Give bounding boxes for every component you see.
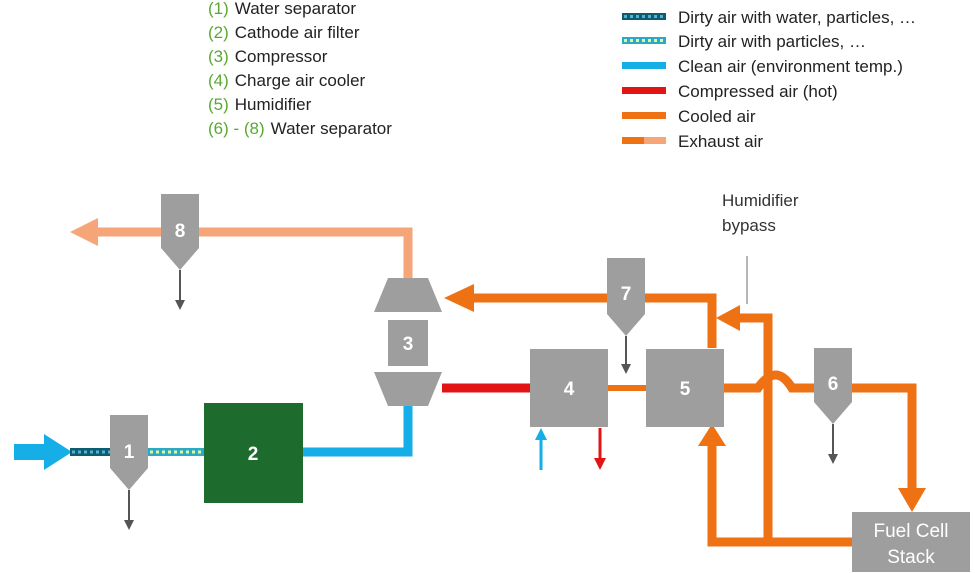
humidifier-5: 5	[646, 349, 724, 427]
clean-air-line	[303, 404, 413, 457]
component-item-2: (2)Cathode air filter	[208, 23, 360, 42]
filter-2-label: 2	[248, 444, 259, 465]
legend-label-clean: Clean air (environment temp.)	[678, 57, 903, 76]
legend: Dirty air with water, particles, … Dirty…	[622, 8, 916, 151]
cooler-4: 4	[530, 349, 608, 427]
component-list: (1)Water separator (2)Cathode air filter…	[208, 0, 392, 138]
inlet-arrow	[14, 444, 48, 460]
separator-6: 6	[814, 348, 852, 464]
cooler-4-label: 4	[564, 379, 575, 400]
stack-return-line	[707, 442, 852, 547]
separator-1-label: 1	[124, 442, 135, 463]
legend-label-dirty-particles: Dirty air with particles, …	[678, 32, 866, 51]
legend-label-exhaust: Exhaust air	[678, 132, 763, 151]
compressor-3-label: 3	[403, 334, 414, 355]
component-item-5: (5)Humidifier	[208, 95, 312, 114]
separator-8-label: 8	[175, 221, 186, 242]
humid-exhaust-line	[472, 293, 717, 348]
bypass-line	[738, 313, 773, 542]
legend-label-cooled: Cooled air	[678, 107, 756, 126]
legend-swatch-cooled	[622, 112, 666, 119]
bypass-label-line1: Humidifier	[722, 191, 799, 210]
component-item-6: (6) - (8)Water separator	[208, 119, 392, 138]
legend-label-compressed: Compressed air (hot)	[678, 82, 838, 101]
filter-2: 2	[204, 403, 303, 503]
component-item-3: (3)Compressor	[208, 47, 328, 66]
separator-1: 1	[110, 415, 148, 530]
components: 1 2 3 4 5 6	[110, 194, 970, 572]
humidifier-5-label: 5	[680, 379, 691, 400]
component-item-1: (1)Water separator	[208, 0, 356, 18]
component-item-4: (4)Charge air cooler	[208, 71, 366, 90]
compressor-3: 3	[374, 278, 442, 406]
legend-swatch-clean	[622, 62, 666, 69]
legend-swatch-exhaust	[622, 137, 644, 144]
separator-7-label: 7	[621, 284, 632, 305]
legend-label-dirty-water: Dirty air with water, particles, …	[678, 8, 916, 27]
separator-7: 7	[607, 258, 645, 374]
separator-6-label: 6	[828, 374, 839, 395]
cooled-air-line-b	[724, 370, 917, 490]
flow-lines	[14, 218, 926, 547]
stack-label-line1: Fuel Cell	[874, 521, 949, 542]
legend-swatch-compressed	[622, 87, 666, 94]
fuel-cell-stack: Fuel Cell Stack	[852, 512, 970, 572]
bypass-label-line2: bypass	[722, 216, 776, 235]
separator-8: 8	[161, 194, 199, 310]
bypass-annotation: Humidifier bypass	[722, 191, 799, 235]
exhaust-line	[96, 227, 413, 282]
stack-label-line2: Stack	[887, 547, 935, 568]
